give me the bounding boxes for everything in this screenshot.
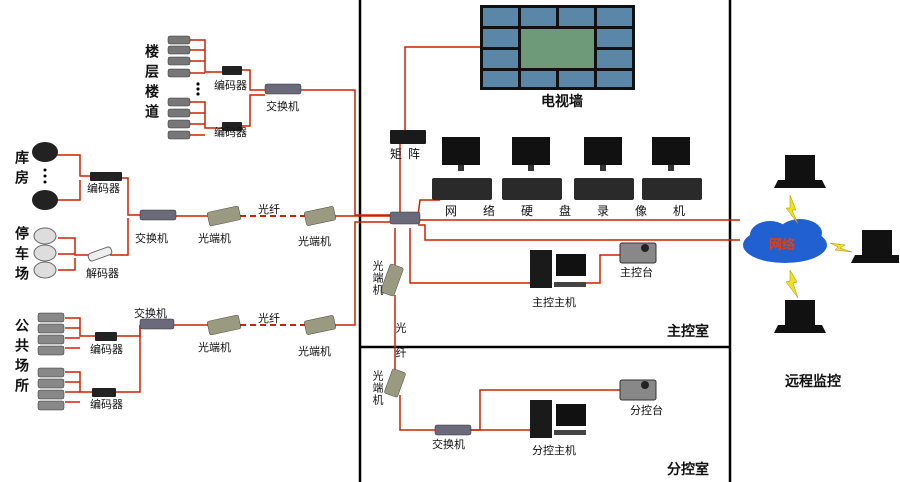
video-wall-icon — [480, 5, 635, 90]
transceivers — [207, 205, 406, 398]
fiber-label: 光纤 — [258, 203, 280, 216]
fiber-label: 光纤 — [258, 312, 280, 325]
matrix-icon — [390, 130, 426, 144]
main-room-label: 主控室 — [667, 324, 709, 340]
parking-dome-cameras — [33, 227, 57, 279]
transceiver-label: 光端机 — [298, 235, 331, 248]
transceiver-label: 光端机 — [198, 341, 231, 354]
garage-dome-cameras — [32, 142, 58, 210]
sub-host-label: 分控主机 — [532, 444, 576, 457]
switch-label: 交换机 — [432, 438, 465, 451]
source-stairwell-label: 楼层楼道 — [143, 44, 159, 124]
switch-label: 交换机 — [134, 307, 167, 320]
fiber-label: 光纤 — [394, 322, 407, 372]
transceiver-label: 光端机 — [298, 345, 331, 358]
transceiver-label: 光端机 — [371, 370, 384, 406]
sub-console-icon — [619, 379, 657, 401]
switch-label: 交换机 — [135, 232, 168, 245]
cables — [55, 39, 740, 431]
decoder-icon — [87, 246, 113, 262]
lightning-icon — [785, 194, 853, 299]
encoder-label: 编码器 — [87, 182, 120, 195]
transceiver-label: 光端机 — [371, 260, 384, 296]
frame-lines — [358, 0, 732, 482]
cloud-icon — [743, 219, 827, 263]
encoder-label: 编码器 — [214, 126, 247, 139]
nvr-label: 网络硬盘录像机 — [445, 204, 712, 218]
encoder-label: 编码器 — [90, 343, 123, 356]
network-cloud-label: 网络 — [769, 238, 796, 253]
switch-label: 交换机 — [266, 100, 299, 113]
encoders — [90, 66, 242, 397]
source-public-label: 公共场所 — [13, 318, 29, 398]
stairwell-cameras — [167, 35, 200, 140]
laptops — [774, 155, 899, 333]
main-host-pc-icon — [530, 250, 586, 288]
nvr-units — [432, 178, 702, 200]
main-console-label: 主控台 — [620, 266, 653, 279]
matrix-label: 矩阵 — [390, 147, 427, 161]
main-host-label: 主控主机 — [532, 296, 576, 309]
decoder-label: 解码器 — [86, 267, 119, 280]
main-console-icon — [619, 242, 657, 264]
sub-room-label: 分控室 — [667, 462, 709, 478]
sub-console-label: 分控台 — [630, 404, 663, 417]
sub-host-pc-icon — [530, 400, 586, 438]
transceiver-label: 光端机 — [198, 232, 231, 245]
monitors — [442, 137, 690, 171]
public-cameras — [37, 312, 65, 411]
source-parking-label: 停车场 — [13, 226, 29, 286]
encoder-label: 编码器 — [214, 79, 247, 92]
video-wall-label: 电视墙 — [541, 94, 583, 110]
switches — [139, 83, 472, 436]
source-garage-label: 库房 — [13, 150, 29, 190]
remote-monitor-label: 远程监控 — [785, 374, 841, 390]
fiber-links — [240, 215, 305, 326]
encoder-label: 编码器 — [90, 398, 123, 411]
